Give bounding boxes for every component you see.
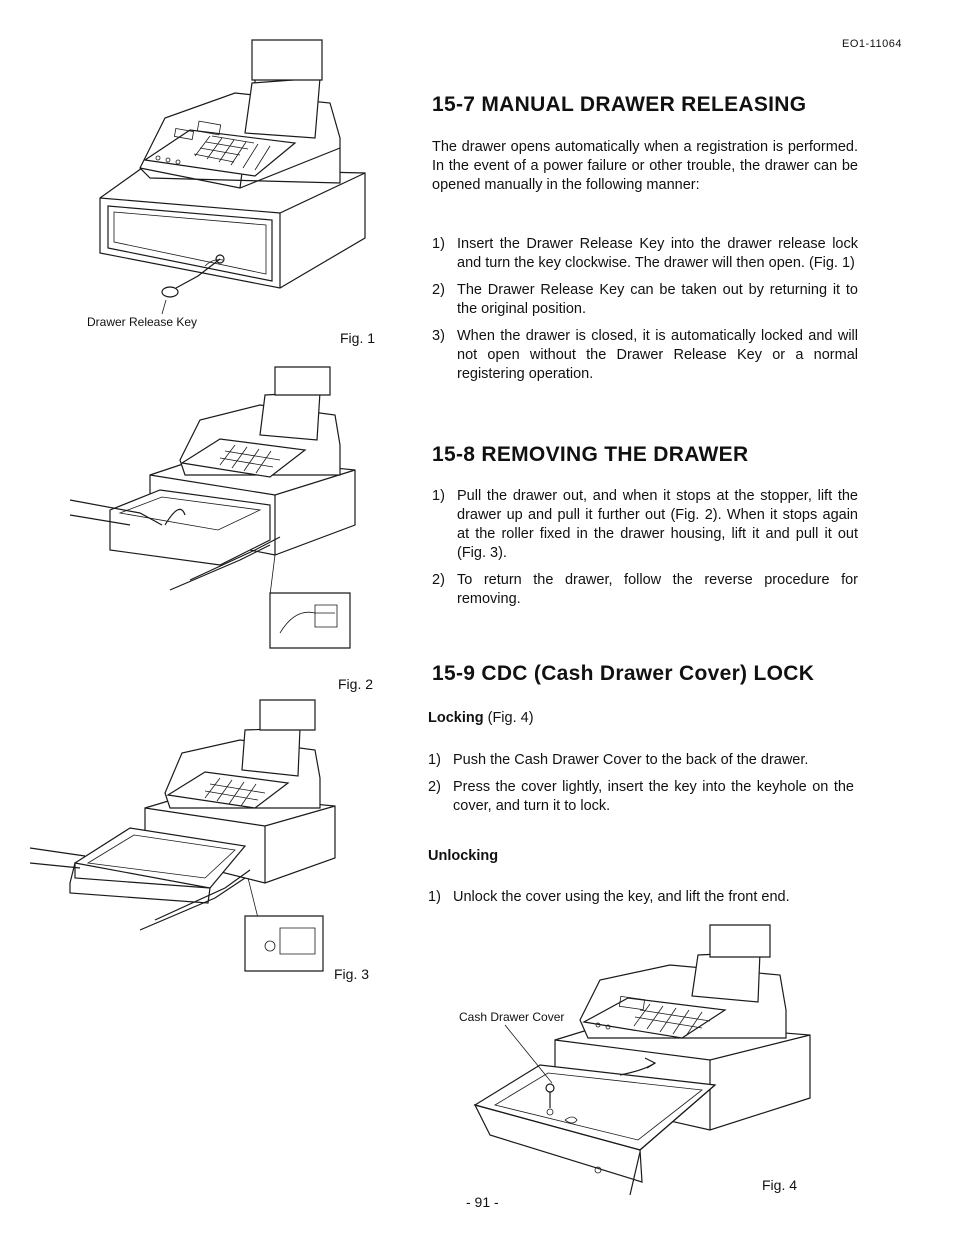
drawer-release-key-callout: Drawer Release Key bbox=[87, 315, 198, 329]
list-item: 2)The Drawer Release Key can be taken ou… bbox=[432, 282, 858, 317]
list-item: 2)To return the drawer, follow the rever… bbox=[432, 572, 858, 607]
figure-2-label: Fig. 2 bbox=[338, 676, 374, 692]
section-heading-15-7: 15-7 MANUAL DRAWER RELEASING bbox=[432, 93, 807, 116]
unlocking-steps: 1)Unlock the cover using the key, and li… bbox=[428, 888, 854, 915]
figure-3-removing-drawer bbox=[30, 698, 340, 983]
figure-3-label: Fig. 3 bbox=[334, 966, 370, 982]
list-item: 1)Unlock the cover using the key, and li… bbox=[428, 889, 790, 905]
list-item: 1)Pull the drawer out, and when it stops… bbox=[432, 488, 858, 561]
figure-1-register-drawer-release-key bbox=[80, 38, 380, 318]
figure-1-label: Fig. 1 bbox=[340, 330, 376, 346]
cash-drawer-cover-callout: Cash Drawer Cover bbox=[459, 1010, 565, 1024]
page-number: - 91 - bbox=[466, 1194, 499, 1210]
list-item: 1)Push the Cash Drawer Cover to the back… bbox=[428, 752, 809, 768]
section-15-8-steps: 1)Pull the drawer out, and when it stops… bbox=[432, 487, 858, 617]
section-15-7-intro: The drawer opens automatically when a re… bbox=[432, 139, 858, 193]
unlocking-subheading: Unlocking bbox=[428, 848, 499, 864]
figure-4-cash-drawer-cover bbox=[470, 920, 820, 1210]
list-item: 3)When the drawer is closed, it is autom… bbox=[432, 328, 858, 382]
document-id: EO1-11064 bbox=[842, 38, 902, 50]
section-15-7-steps: 1)Insert the Drawer Release Key into the… bbox=[432, 235, 858, 392]
figure-4-label: Fig. 4 bbox=[762, 1177, 798, 1193]
list-item: 1)Insert the Drawer Release Key into the… bbox=[432, 236, 858, 271]
locking-steps: 1)Push the Cash Drawer Cover to the back… bbox=[428, 751, 854, 824]
section-heading-15-9: 15-9 CDC (Cash Drawer Cover) LOCK bbox=[432, 662, 815, 685]
list-item: 2)Press the cover lightly, insert the ke… bbox=[428, 779, 854, 814]
locking-subheading: Locking (Fig. 4) bbox=[428, 710, 534, 726]
figure-2-pulling-drawer bbox=[70, 365, 370, 655]
section-heading-15-8: 15-8 REMOVING THE DRAWER bbox=[432, 443, 749, 466]
